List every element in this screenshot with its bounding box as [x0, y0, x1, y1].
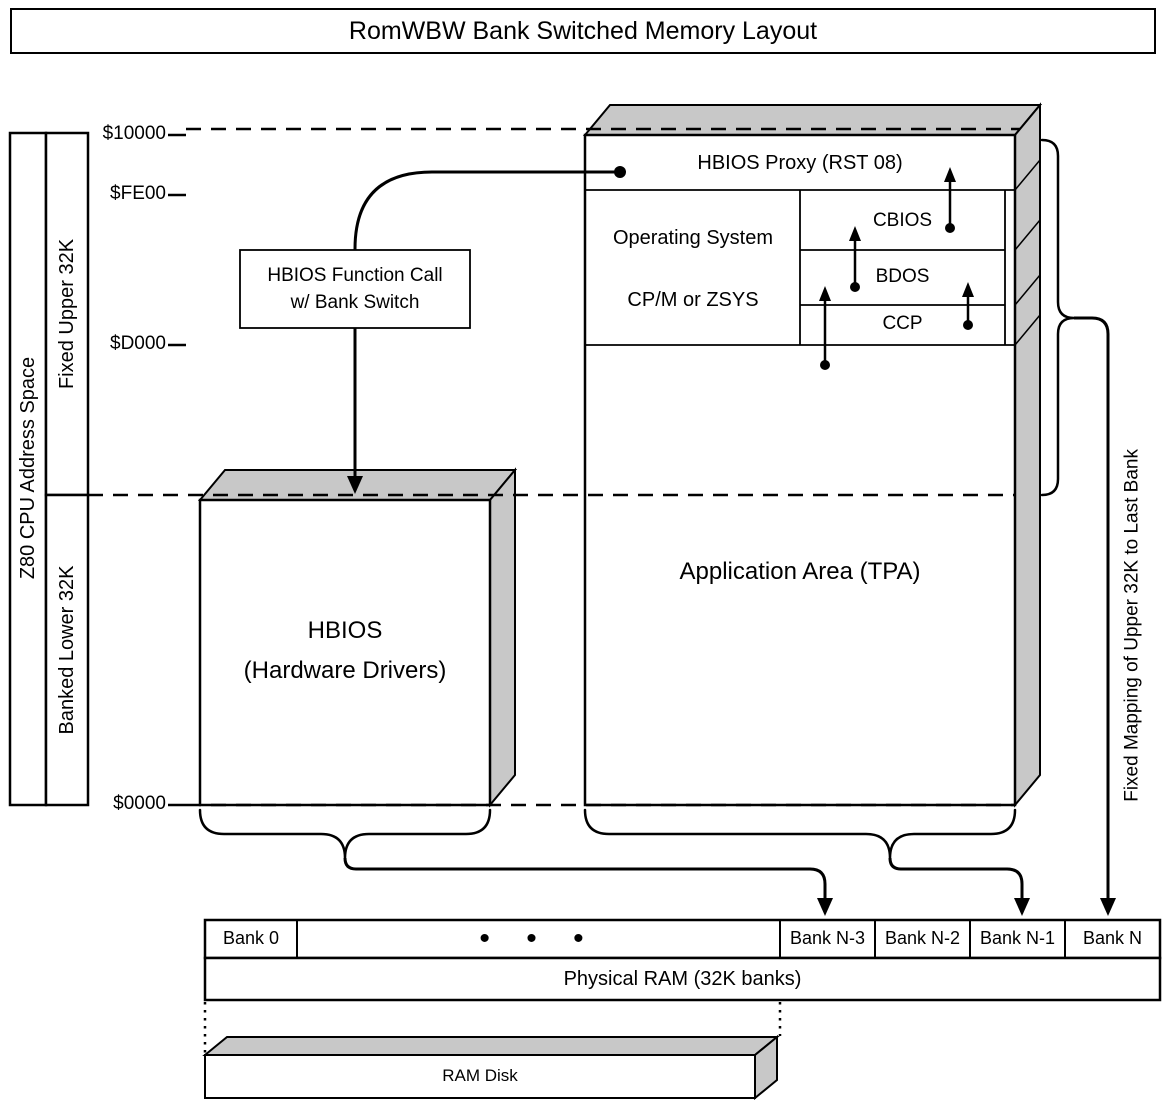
bank-n-label: Bank N [1082, 928, 1143, 948]
hbios-proxy-label: HBIOS Proxy (RST 08) [697, 152, 903, 174]
bdos-label: BDOS [875, 266, 930, 287]
slab-edge-line [1014, 314, 1041, 346]
ramdisk-label: RAM Disk [442, 1066, 518, 1085]
upper32k-brace [1040, 138, 1075, 497]
operating-system-label: Operating System [612, 227, 774, 249]
dot-tpa [820, 360, 830, 370]
address-fe00: $FE00 [110, 183, 166, 204]
dot-ccp [963, 320, 973, 330]
arrowhead-cbios [849, 226, 861, 241]
arrowhead-hbios [347, 476, 363, 494]
function-call-label-box [239, 249, 471, 329]
title-box: RomWBW Bank Switched Memory Layout [10, 8, 1156, 54]
diagram-title: RomWBW Bank Switched Memory Layout [348, 16, 818, 45]
slab-edge-line [1014, 159, 1041, 191]
ccp-label: CCP [882, 313, 923, 334]
hardware-drivers-label: (Hardware Drivers) [243, 657, 447, 684]
tpa-to-bank-arrow [888, 857, 1024, 899]
bank-n3-label: Bank N-3 [789, 928, 866, 948]
hbios-box-right-face [489, 467, 516, 808]
function-call-line2: w/ Bank Switch [290, 292, 420, 313]
main-box-right-face [1014, 102, 1041, 808]
dot-cbios [945, 223, 955, 233]
bank-n1-label: Bank N-1 [979, 928, 1056, 948]
bank-strip [203, 918, 1162, 960]
function-call-label: HBIOS Function Call w/ Bank Switch [240, 262, 470, 316]
address-10000: $10000 [102, 123, 166, 144]
hbios-label: HBIOS [307, 617, 383, 644]
bank-n2-label: Bank N-2 [884, 928, 961, 948]
address-d000: $D000 [110, 333, 166, 354]
slab-edge-line [1014, 274, 1041, 306]
cpu-address-space-label: Z80 CPU Address Space [17, 356, 39, 580]
arrowhead-bank-n3 [817, 898, 833, 916]
tpa-brace [583, 808, 1017, 859]
address-0000: $0000 [113, 793, 166, 814]
dot-bdos [850, 282, 860, 292]
hbios-box-front-face [198, 498, 492, 807]
arrowhead-bdos-2 [819, 286, 831, 301]
hbios-to-bank-arrow [343, 857, 827, 899]
bank-0-label: Bank 0 [222, 928, 280, 948]
hbios-brace [198, 808, 492, 859]
physical-ram-bar [203, 956, 1162, 1002]
physical-ram-label: Physical RAM (32K banks) [563, 968, 802, 990]
upper32k-to-bankn-arrow [1074, 316, 1110, 899]
ramdisk-front-face [204, 1054, 756, 1099]
banked-lower-label: Banked Lower 32K [56, 565, 78, 735]
arrowhead-bank-n1 [1014, 898, 1030, 916]
arrowhead-bank-n [1100, 898, 1116, 916]
banked-lower-32k-bar [44, 493, 90, 807]
cpm-zsys-label: CP/M or ZSYS [627, 289, 759, 311]
dot-proxy-origin [614, 166, 626, 178]
cbios-label: CBIOS [872, 210, 933, 231]
proxy-to-hbios-arrow [353, 170, 620, 477]
cpu-address-space-bar [8, 131, 48, 807]
application-area-label: Application Area (TPA) [679, 558, 921, 585]
arrowhead-proxy [944, 167, 956, 182]
main-box-top-face [582, 104, 1043, 136]
slab-edge-line [1014, 219, 1041, 251]
arrowhead-bdos [962, 282, 974, 297]
function-call-line1: HBIOS Function Call [267, 265, 443, 286]
fixed-upper-label: Fixed Upper 32K [56, 238, 78, 390]
ramdisk-top-face [202, 1036, 780, 1056]
fixed-mapping-note: Fixed Mapping of Upper 32K to Last Bank [1121, 449, 1143, 802]
bank-ellipsis: • • • [479, 922, 598, 955]
